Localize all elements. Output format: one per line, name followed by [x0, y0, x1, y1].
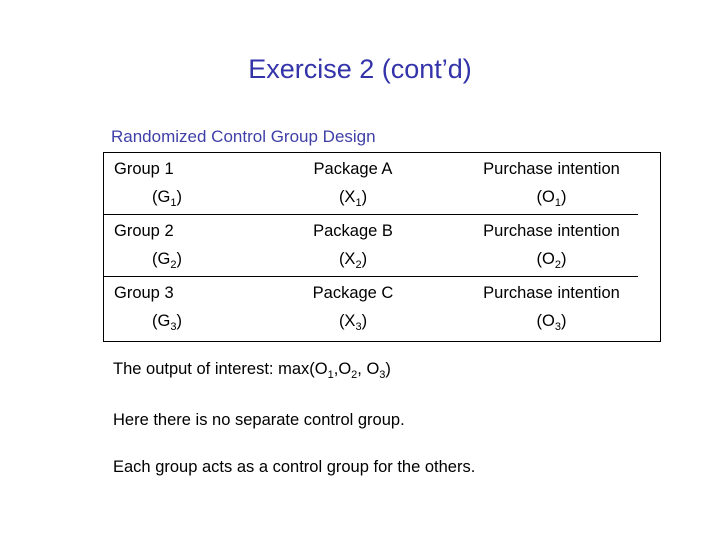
- outcome-symbol-open: (O: [536, 250, 555, 268]
- group-symbol-subscript: 3: [170, 321, 177, 333]
- outcome-label: Purchase intention: [483, 284, 620, 302]
- treatment-symbol: (X2): [262, 250, 444, 271]
- treatment-symbol-open: (X: [338, 312, 356, 330]
- group-symbol-close: ): [176, 188, 182, 206]
- treatment-symbol-close: ): [361, 188, 368, 206]
- note-each-group-acts-as-control: Each group acts as a control group for t…: [113, 458, 476, 476]
- group-symbol-open: (G: [152, 188, 171, 206]
- treatment-symbol: (X3): [262, 312, 444, 333]
- outcome-symbol-open: (O: [536, 312, 555, 330]
- group-symbol-close: ): [176, 250, 182, 268]
- table-row-symbols: (G3) (X3) (O3): [104, 303, 660, 333]
- group-symbol-close: ): [176, 312, 182, 330]
- table-row-symbols: (G1) (X1) (O1): [104, 179, 660, 209]
- table-row: Group 1 Package A Purchase intention (G1…: [104, 153, 660, 216]
- group-symbol: (G1): [104, 188, 262, 209]
- randomized-control-group-design-table: Group 1 Package A Purchase intention (G1…: [103, 152, 661, 342]
- treatment-symbol-subscript: 2: [355, 259, 362, 271]
- note-line1-suffix: ): [385, 360, 391, 378]
- group-symbol: (G2): [104, 250, 262, 271]
- note-line1-subscript-1: 1: [327, 369, 334, 381]
- outcome-symbol-subscript: 3: [554, 321, 561, 333]
- note-line1-mid-1: ,O: [333, 360, 352, 378]
- outcome-label: Purchase intention: [483, 222, 620, 240]
- group-label: Group 1: [114, 160, 174, 178]
- note-line1-prefix: The output of interest: max(O: [113, 360, 328, 378]
- outcome-symbol-close: ): [560, 312, 567, 330]
- table-row: Group 3 Package C Purchase intention (G3…: [104, 277, 660, 339]
- outcome-symbol-close: ): [560, 188, 567, 206]
- section-subtitle: Randomized Control Group Design: [111, 127, 376, 146]
- page-title: Exercise 2 (cont’d): [248, 54, 472, 84]
- treatment-label: Package A: [313, 160, 393, 178]
- table-row-symbols: (G2) (X2) (O2): [104, 241, 660, 271]
- table-row-labels: Group 2 Package B Purchase intention: [104, 215, 660, 241]
- group-label: Group 2: [114, 222, 174, 240]
- outcome-symbol: (O3): [444, 312, 659, 333]
- note-no-separate-control-group: Here there is no separate control group.: [113, 411, 405, 429]
- treatment-symbol-open: (X: [338, 250, 356, 268]
- outcome-symbol-close: ): [560, 250, 567, 268]
- treatment-symbol-open: (X: [338, 188, 356, 206]
- treatment-symbol: (X1): [262, 188, 444, 209]
- treatment-symbol-close: ): [361, 312, 368, 330]
- group-symbol: (G3): [104, 312, 262, 333]
- group-symbol-subscript: 1: [170, 197, 177, 209]
- outcome-symbol-subscript: 1: [554, 197, 561, 209]
- outcome-symbol-open: (O: [536, 188, 555, 206]
- table-row-labels: Group 3 Package C Purchase intention: [104, 277, 660, 303]
- note-line1-subscript-3: 3: [379, 369, 386, 381]
- outcome-symbol-subscript: 2: [554, 259, 561, 271]
- group-symbol-open: (G: [152, 312, 171, 330]
- outcome-label: Purchase intention: [483, 160, 620, 178]
- note-line1-mid-2: , O: [357, 360, 380, 378]
- treatment-label: Package B: [313, 222, 393, 240]
- table-row: Group 2 Package B Purchase intention (G2…: [104, 215, 660, 278]
- group-symbol-subscript: 2: [170, 259, 177, 271]
- group-label: Group 3: [114, 284, 174, 302]
- treatment-label: Package C: [312, 284, 394, 302]
- table-row-labels: Group 1 Package A Purchase intention: [104, 153, 660, 179]
- treatment-symbol-subscript: 1: [355, 197, 362, 209]
- note-output-of-interest: The output of interest: max(O1,O2, O3): [113, 360, 391, 381]
- treatment-symbol-close: ): [361, 250, 368, 268]
- group-symbol-open: (G: [152, 250, 171, 268]
- outcome-symbol: (O2): [444, 250, 659, 271]
- note-line1-subscript-2: 2: [351, 369, 358, 381]
- outcome-symbol: (O1): [444, 188, 659, 209]
- treatment-symbol-subscript: 3: [355, 321, 362, 333]
